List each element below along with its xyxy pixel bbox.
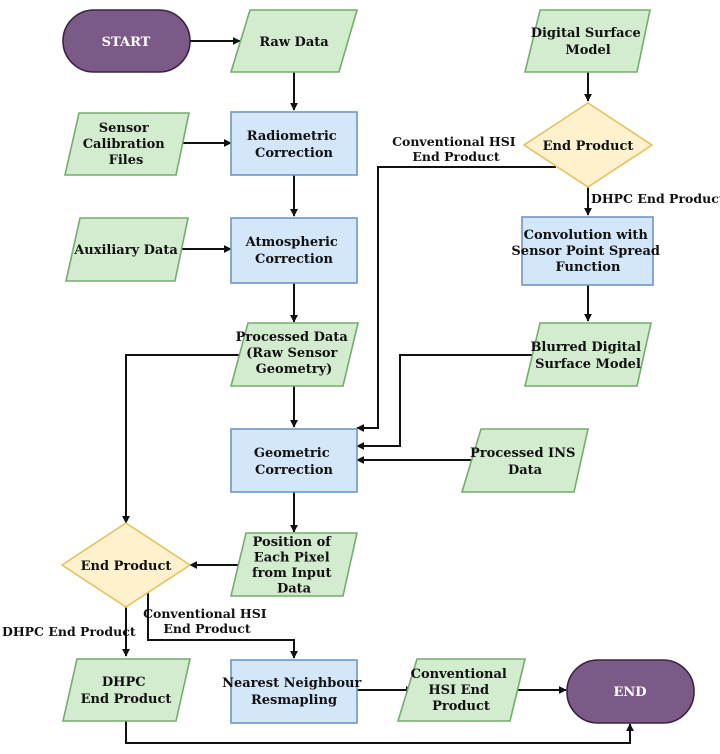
nearest-neighbour-label: Nearest Neighbour Resmapling <box>222 676 366 708</box>
node-labels: START END Raw Data Sensor Calibration Fi… <box>73 26 664 714</box>
start-terminal <box>62 9 191 73</box>
processed-data-label: Processed Data (Raw Sensor Geometry) <box>236 330 353 377</box>
dhpc-end-product-label: DHPC End Product <box>81 675 172 707</box>
blurred-dsm-label: Blurred Digital Surface Model <box>530 340 645 372</box>
left-decision-shape <box>60 522 192 608</box>
left-decision-label: End Product <box>81 559 172 574</box>
geometric-label: Geometric Correction <box>254 446 334 478</box>
shapes <box>60 9 695 724</box>
right-decision-label: End Product <box>543 139 634 154</box>
dsm-shape <box>523 9 651 73</box>
sensor-calibration-label: Sensor Calibration Files <box>83 121 170 168</box>
edge-label-conventional-right: Conventional HSI End Product <box>392 134 520 164</box>
dsm-label: Digital Surface Model <box>531 26 646 58</box>
atmospheric-shape <box>230 217 358 284</box>
auxiliary-label: Auxiliary Data <box>73 243 178 258</box>
sensor-calibration-shape <box>63 112 190 176</box>
edge-label-dhpc-left: DHPC End Product <box>2 624 136 639</box>
position-shape <box>229 532 358 597</box>
convolution-shape <box>521 216 654 286</box>
edge-label-conventional-left: Conventional HSI End Product <box>143 606 271 636</box>
convolution-label: Convolution with Sensor Point Spread Fun… <box>511 228 664 275</box>
edges <box>122 37 634 744</box>
start-label: START <box>102 35 151 50</box>
blurred-dsm-shape <box>523 322 652 387</box>
raw-data-label: Raw Data <box>259 35 329 50</box>
position-label: Position of Each Pixel from Input Data <box>252 535 336 597</box>
nearest-neighbour-shape <box>230 659 358 724</box>
conventional-hsi-shape <box>396 658 527 722</box>
edge-dhpc-node-to-end <box>125 720 634 744</box>
radiometric-label: Radiometric Correction <box>247 129 342 161</box>
edge-labels: Conventional HSI End Product DHPC End Pr… <box>2 134 720 639</box>
edge-label-dhpc-right: DHPC End Product <box>591 191 720 206</box>
edge-right-decision-conventional <box>356 166 556 432</box>
edge-processed-to-left-decision <box>122 354 243 524</box>
edge-blurred-to-geometric <box>356 354 539 450</box>
geometric-shape <box>230 428 358 493</box>
conventional-hsi-label: Conventional HSI End Product <box>411 667 512 714</box>
edge-left-decision-conventional <box>147 593 298 659</box>
processed-ins-label: Processed INS Data <box>470 446 580 478</box>
right-decision-shape <box>522 102 654 188</box>
radiometric-shape <box>230 111 358 176</box>
processed-ins-shape <box>460 428 589 493</box>
auxiliary-data-shape <box>65 217 189 282</box>
end-label: END <box>613 685 646 700</box>
dhpc-end-product-shape <box>61 658 192 722</box>
processed-data-shape <box>229 322 360 387</box>
atmospheric-label: Atmospheric Correction <box>245 235 343 267</box>
raw-data-shape <box>229 9 359 73</box>
end-terminal <box>566 659 695 724</box>
